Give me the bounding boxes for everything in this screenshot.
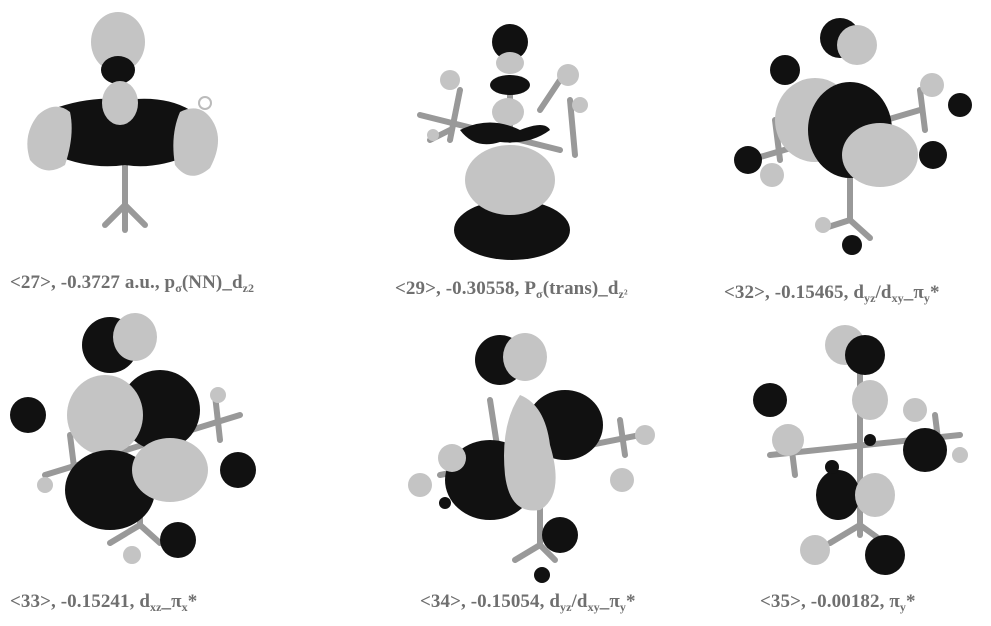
orbital-image-35	[753, 325, 968, 575]
orbital-panel-34: <34>, -0.15054, dyz/dxy_πy*	[390, 305, 720, 626]
caption-29: <29>, -0.30558, Pσ(trans)_dz²	[395, 278, 628, 301]
orbital-panel-32: <32>, -0.15465, dyz/dxy_πy*	[720, 0, 991, 310]
orbital-panel-33: <33>, -0.15241, dxz_πx*	[0, 305, 330, 626]
orbital-panel-27: <27>, -0.3727 a.u., pσ(NN)_dz2	[0, 0, 330, 300]
orbital-panel-29: <29>, -0.30558, Pσ(trans)_dz²	[390, 0, 720, 310]
orbital-image-32	[734, 18, 972, 255]
caption-33: <33>, -0.15241, dxz_πx*	[10, 591, 198, 614]
orbital-image-33	[10, 313, 256, 564]
orbital-panel-35: <35>, -0.00182, πy*	[720, 305, 991, 626]
caption-35: <35>, -0.00182, πy*	[760, 591, 916, 614]
orbital-image-34	[408, 333, 655, 583]
caption-34: <34>, -0.15054, dyz/dxy_πy*	[420, 591, 636, 614]
caption-32: <32>, -0.15465, dyz/dxy_πy*	[724, 282, 940, 305]
orbital-image-27	[27, 12, 219, 233]
caption-27: <27>, -0.3727 a.u., pσ(NN)_dz2	[10, 272, 255, 295]
orbital-image-29	[417, 24, 588, 260]
